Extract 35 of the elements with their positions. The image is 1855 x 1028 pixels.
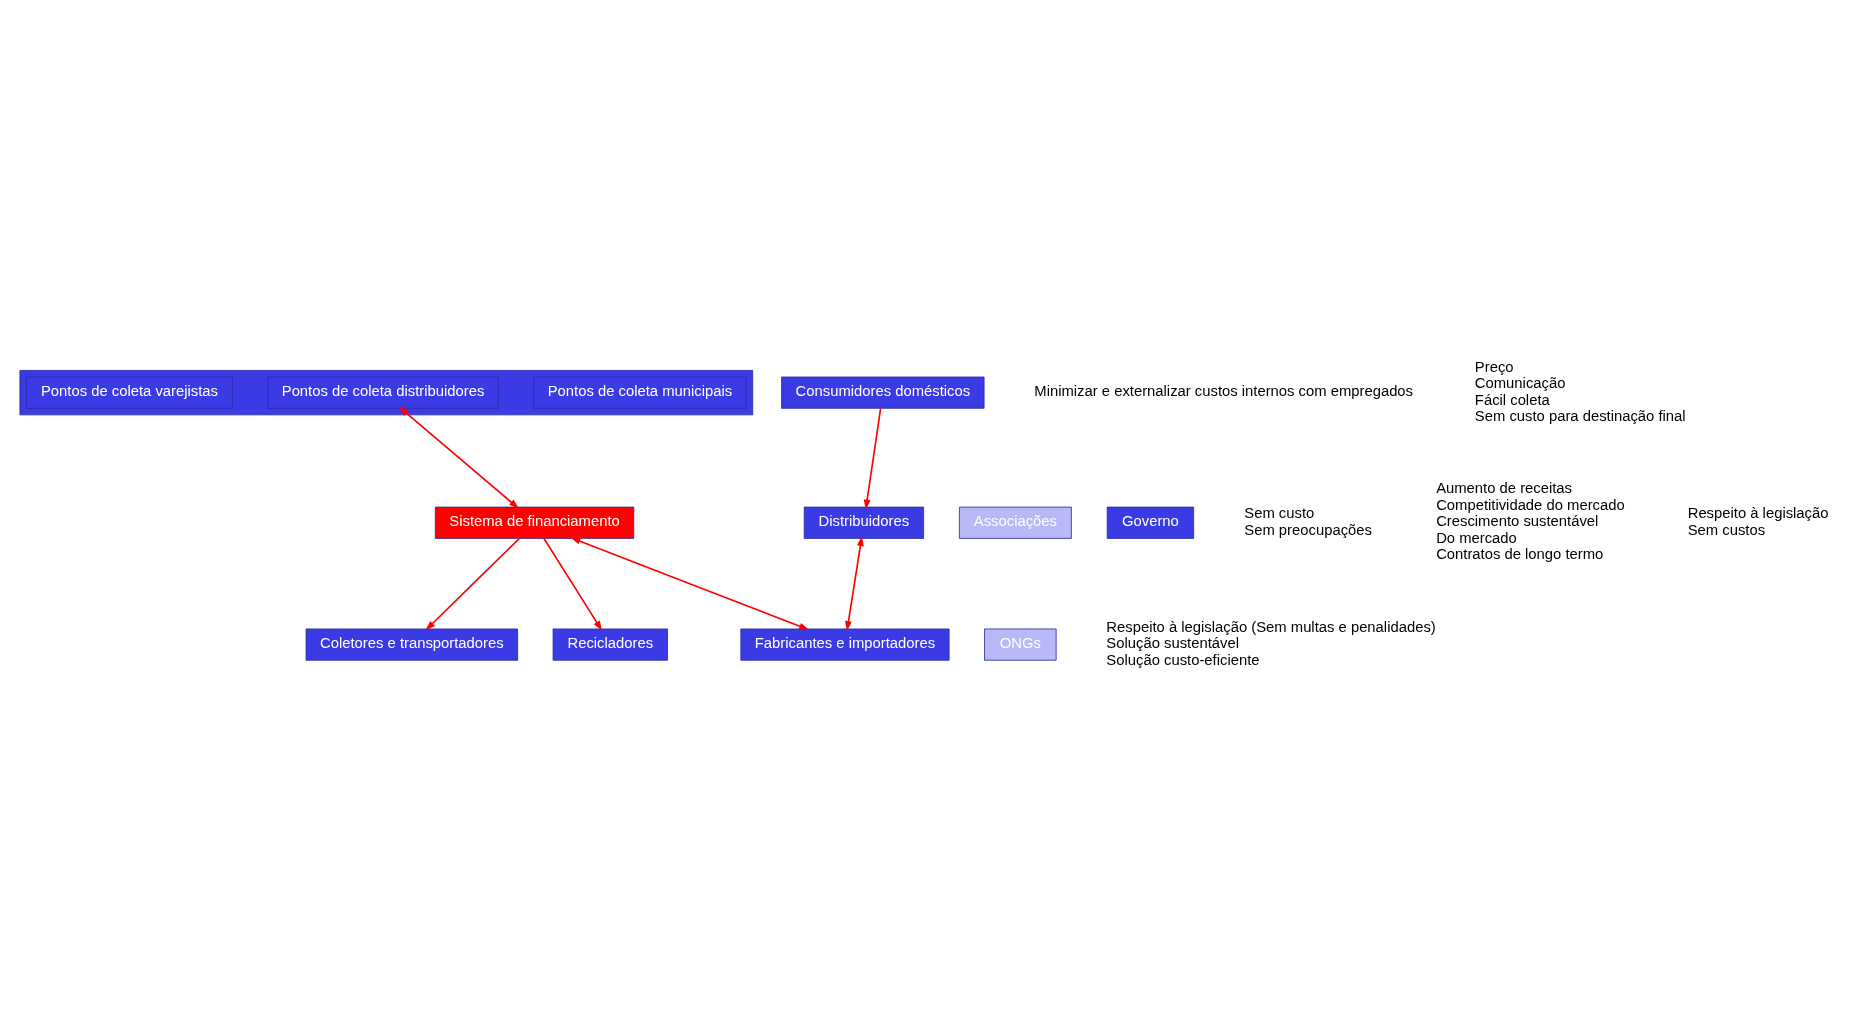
label: Sem preocupações [1244,521,1372,538]
label: Preço [1474,358,1514,375]
arrow [398,406,519,509]
node-box: Governo [1106,506,1195,539]
label: Contratos de longo termo [1436,545,1604,562]
node-box: ONGs [984,628,1057,661]
arrow [543,537,603,631]
arrow [570,537,809,630]
label: Comunicação [1474,374,1566,391]
label: Sem custo para destinação final [1474,407,1686,424]
label: Sem custos [1687,521,1766,538]
node-box: Pontos de coleta varejistas [26,376,233,409]
label: Solução sustentável [1106,634,1239,651]
label: Minimizar e externalizar custos internos com empregados [1034,382,1414,399]
node-box: Coletores e transportadores [305,628,519,661]
label: Crescimento sustentável [1436,512,1599,529]
node-box: Fabricantes e importadores [740,628,950,661]
node-box: Recicladores [552,628,668,661]
arrow [845,535,864,631]
label: Competitividade do mercado [1436,496,1625,513]
label: Aumento de receitas [1436,479,1572,496]
node-box: Consumidores domésticos [781,376,985,409]
node-box: Associações [959,506,1072,539]
label: Solução custo-eficiente [1106,651,1260,668]
node-box: Pontos de coleta distribuidores [267,376,499,409]
node-box: Pontos de coleta municipais [533,376,747,409]
label: Respeito à legislação [1687,504,1829,521]
label: Do mercado [1436,529,1517,546]
node-box: Sistema de financiamento [434,506,635,539]
arrow [863,407,882,509]
node-box: Distribuidores [803,506,924,539]
label: Respeito à legislação (Sem multas e penalidades) [1106,618,1436,635]
label: Fácil coleta [1474,391,1550,407]
arrow [425,537,521,630]
label: Sem custo [1244,504,1315,521]
